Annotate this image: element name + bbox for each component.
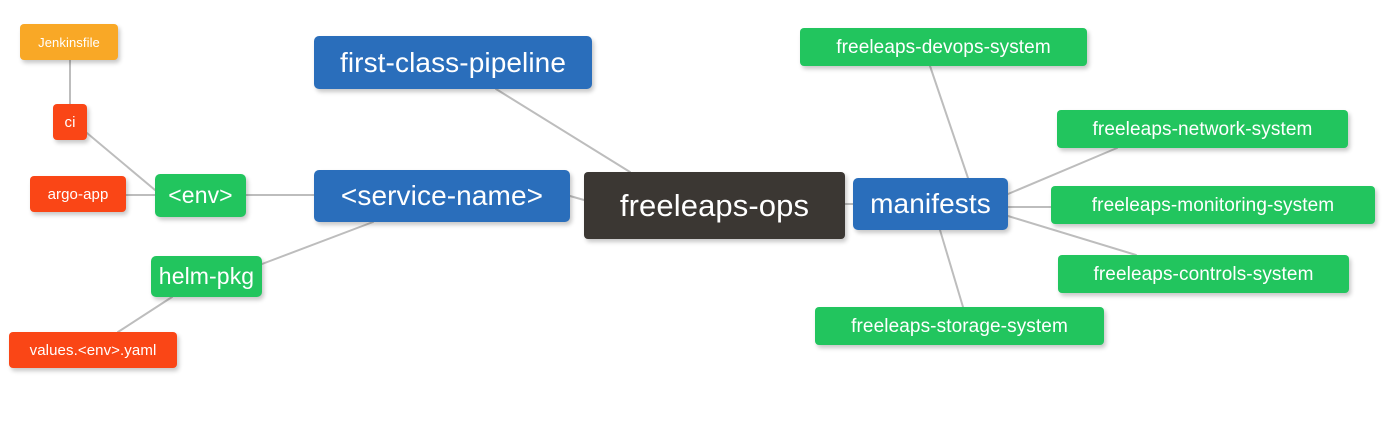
node-service-name[interactable]: <service-name> bbox=[314, 170, 570, 222]
node-first-class-pipeline[interactable]: first-class-pipeline bbox=[314, 36, 592, 89]
node-ci[interactable]: ci bbox=[53, 104, 87, 140]
node-freeleaps-network-system[interactable]: freeleaps-network-system bbox=[1057, 110, 1348, 148]
node-freeleaps-ops[interactable]: freeleaps-ops bbox=[584, 172, 845, 239]
node-label-freeleaps-network-system: freeleaps-network-system bbox=[1092, 118, 1313, 140]
node-freeleaps-storage-system[interactable]: freeleaps-storage-system bbox=[815, 307, 1104, 345]
node-label-first-class-pipeline: first-class-pipeline bbox=[339, 46, 567, 78]
edge-manifests-to-freeleaps-devops-system bbox=[929, 65, 969, 179]
node-label-values-env-yaml: values.<env>.yaml bbox=[29, 341, 157, 359]
node-label-service-name: <service-name> bbox=[340, 180, 544, 211]
edge-manifests-to-freeleaps-storage-system bbox=[939, 229, 964, 308]
edge-first-class-pipeline-to-freeleaps-ops bbox=[495, 88, 631, 173]
edge-service-name-to-helm-pkg bbox=[261, 221, 374, 265]
node-label-freeleaps-storage-system: freeleaps-storage-system bbox=[851, 315, 1068, 337]
node-label-manifests: manifests bbox=[870, 188, 991, 219]
node-label-jenkinsfile: Jenkinsfile bbox=[38, 34, 100, 50]
node-label-freeleaps-monitoring-system: freeleaps-monitoring-system bbox=[1091, 194, 1335, 216]
node-freeleaps-devops-system[interactable]: freeleaps-devops-system bbox=[800, 28, 1087, 66]
node-helm-pkg[interactable]: helm-pkg bbox=[151, 256, 262, 297]
node-manifests[interactable]: manifests bbox=[853, 178, 1008, 230]
node-freeleaps-monitoring-system[interactable]: freeleaps-monitoring-system bbox=[1051, 186, 1375, 224]
node-argo-app[interactable]: argo-app bbox=[30, 176, 126, 212]
node-label-freeleaps-devops-system: freeleaps-devops-system bbox=[836, 36, 1051, 58]
node-label-argo-app: argo-app bbox=[47, 185, 109, 203]
node-values-env-yaml[interactable]: values.<env>.yaml bbox=[9, 332, 177, 368]
node-label-ci: ci bbox=[64, 113, 76, 131]
edge-service-name-to-freeleaps-ops bbox=[569, 195, 585, 201]
node-label-freeleaps-controls-system: freeleaps-controls-system bbox=[1093, 263, 1314, 285]
node-jenkinsfile[interactable]: Jenkinsfile bbox=[20, 24, 118, 60]
node-env[interactable]: <env> bbox=[155, 174, 246, 217]
node-label-freeleaps-ops: freeleaps-ops bbox=[619, 188, 810, 223]
node-freeleaps-controls-system[interactable]: freeleaps-controls-system bbox=[1058, 255, 1349, 293]
node-label-env: <env> bbox=[168, 182, 233, 208]
edge-helm-pkg-to-values-env-yaml bbox=[117, 296, 173, 333]
node-label-helm-pkg: helm-pkg bbox=[158, 263, 255, 289]
